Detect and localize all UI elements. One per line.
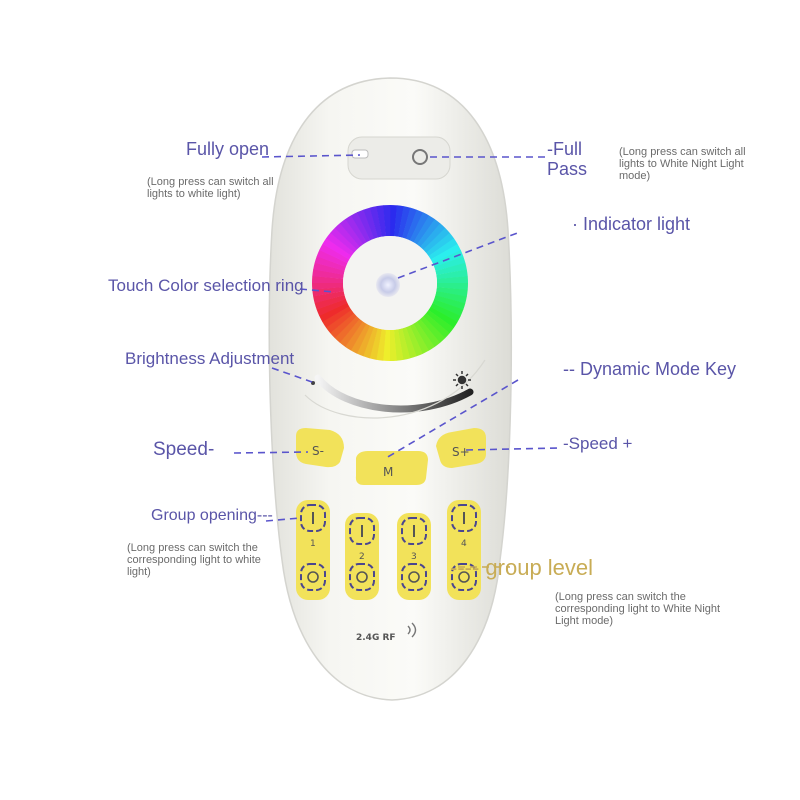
group-4-number: 4	[461, 539, 467, 549]
group-1-number: 1	[310, 539, 316, 549]
speed-minus-key-label: S-	[312, 444, 324, 458]
speed-plus-label: -Speed +	[563, 434, 632, 454]
speed-minus-label: Speed-	[153, 439, 214, 461]
brand-text: 2.4G RF	[356, 633, 396, 643]
mode-key-label: M	[383, 465, 393, 479]
indicator-light-label: · Indicator light	[572, 214, 690, 235]
group-2-number: 2	[359, 552, 365, 562]
group-opening-note: (Long press can switch the corresponding…	[127, 542, 282, 578]
group-level-label: ---- group level	[450, 555, 593, 581]
group-opening-label: Group opening---	[151, 507, 273, 525]
group-level-note: (Long press can switch the corresponding…	[555, 591, 745, 627]
dynamic-mode-label: -- Dynamic Mode Key	[563, 359, 736, 380]
fully-open-key[interactable]	[352, 150, 368, 158]
brightness-label: Brightness Adjustment	[125, 349, 294, 369]
touch-ring-label: Touch Color selection ring	[108, 276, 304, 296]
indicator-light	[376, 273, 400, 297]
speed-plus-key-label: S+	[452, 445, 470, 459]
full-pass-label: -Full Pass	[547, 139, 607, 179]
fully-open-note: (Long press can switch all lights to whi…	[147, 176, 297, 200]
group-3-number: 3	[411, 552, 417, 562]
full-pass-note: (Long press can switch all lights to Whi…	[619, 146, 769, 182]
fully-open-label: Fully open	[186, 139, 269, 160]
